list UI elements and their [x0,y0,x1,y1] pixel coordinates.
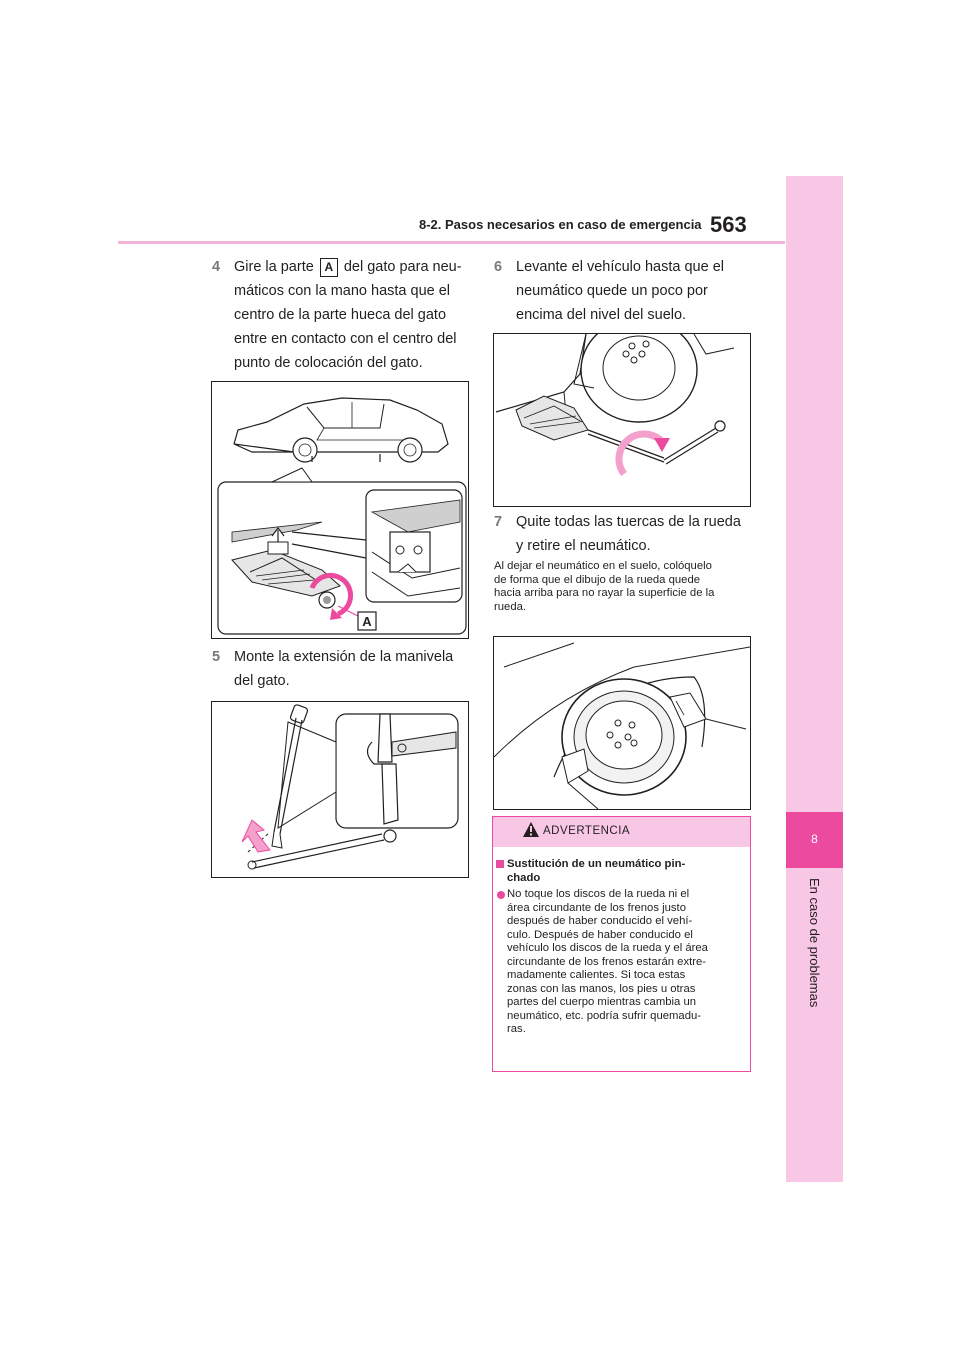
warning-line: madamente calientes. Si toca estas [507,969,686,981]
subtitle-line: Sustitución de un neumático pin- [507,858,686,870]
step-text: y retire el neumático. [516,538,651,554]
step-text: entre en contacto con el centro del [234,331,457,347]
square-bullet-icon [496,860,504,868]
step-number: 5 [212,649,221,665]
jack-positioning-drawing: A [217,397,467,635]
chapter-side-tab [786,176,843,1182]
warning-subtitle: Sustitución de un neumático pin- chado [507,858,685,885]
warning-line: No toque los discos de la rueda ni el [507,888,690,900]
circle-bullet-icon [497,891,505,899]
step-text: del gato para neu- [343,259,462,275]
warning-line: neumático, etc. podría sufrir quemadu- [507,1009,702,1022]
step-text: neumático quede un poco por [516,283,708,299]
label-a-box: A [319,257,338,277]
warning-text: No toque los discos de la rueda ni el ár… [507,888,708,1037]
step-number: 7 [494,514,503,530]
step-text: Levante el vehículo hasta que el [516,259,724,275]
warning-line: circundante de los frenos estarán extre- [507,955,707,968]
subtitle-line: chado [507,871,541,884]
removing-tire-illustration [493,636,751,810]
step-5: 5 Monte la extensión de la manivela del … [212,645,472,695]
step-text: punto de colocación del gato. [234,355,423,371]
note-line: Al dejar el neumático en el suelo, colóq… [494,560,712,572]
warning-triangle-icon [523,822,539,837]
step-number: 4 [212,259,221,275]
raising-vehicle-illustration [493,333,751,507]
step-6: 6 Levante el vehículo hasta que el neumá… [494,255,754,327]
warning-title: ADVERTENCIA [543,825,631,837]
warning-header: ADVERTENCIA [493,817,750,847]
note-line: hacia arriba para no rayar la superficie… [494,587,715,599]
step-text: del gato. [234,673,290,689]
section-title: 8-2. Pasos necesarios en caso de emergen… [419,217,702,232]
warning-line: área circundante de los frenos justo [507,901,686,914]
callout-label-a: A [362,614,372,629]
jack-handle-drawing [241,704,459,870]
warning-line: culo. Después de haber conducido el [507,928,693,941]
jack-positioning-illustration: A [211,381,469,639]
chapter-number: 8 [811,832,818,846]
warning-box: ADVERTENCIA Sustitución de un neumático … [492,816,751,1072]
warning-line: ras. [507,1023,526,1035]
step-text: máticos con la mano hasta que el [234,283,451,299]
warning-line: vehículo los discos de la rueda y el áre… [507,942,708,954]
step-text: encima del nivel del suelo. [516,307,687,323]
header-rule [118,241,785,244]
warning-line: después de haber conducido el vehí- [507,915,693,927]
chapter-number-block [786,812,843,868]
step-number: 6 [494,259,503,275]
step-text: centro de la parte hueca del gato [234,307,447,323]
note-line: rueda. [494,600,527,613]
raising-vehicle-drawing [495,334,735,477]
jack-handle-illustration [211,701,469,878]
step-7: 7 Quite todas las tuercas de la rueda y … [494,510,754,560]
step-text: Quite todas las tuercas de la rueda [516,514,741,530]
tire-placement-note: Al dejar el neumático en el suelo, colóq… [494,560,752,614]
note-line: de forma que el dibujo de la rueda quede [494,573,701,586]
chapter-label: En caso de problemas [807,878,822,1008]
step-text: Monte la extensión de la manivela [234,649,454,665]
step-text: Gire la parte [234,259,314,275]
removing-tire-drawing [494,642,750,809]
step-4: 4 Gire la parte A del gato para neu- mát… [212,255,472,375]
warning-line: partes del cuerpo mientras cambia un [507,996,697,1008]
page-number: 563 [710,212,747,237]
warning-line: zonas con las manos, los pies u otras [507,982,696,995]
